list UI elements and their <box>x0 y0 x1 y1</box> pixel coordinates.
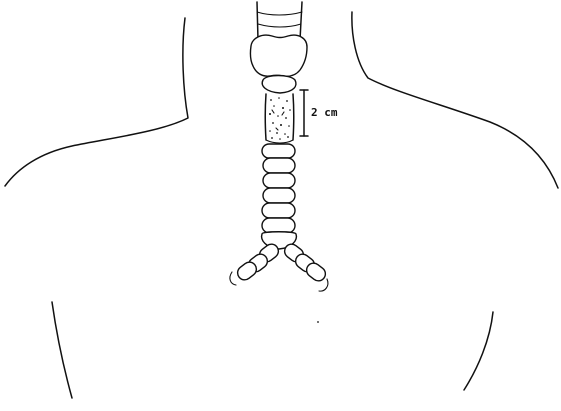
thyroid-cartilage <box>250 35 307 76</box>
scan-artifact-dot <box>317 321 319 323</box>
right-main-bronchus <box>282 241 328 291</box>
tracheal-ring <box>263 173 295 188</box>
scale-bar: 2 cm <box>300 90 338 136</box>
tracheal-ring <box>263 188 295 203</box>
upper-trachea-segment <box>257 2 302 40</box>
right-torso-line <box>464 312 493 390</box>
airway <box>230 2 328 291</box>
tracheal-ring <box>262 144 295 158</box>
left-main-bronchus <box>230 241 281 285</box>
left-torso-line <box>52 302 72 398</box>
scale-bar-label: 2 cm <box>311 106 338 119</box>
cricoid-ring <box>262 76 296 94</box>
tracheal-ring <box>262 218 295 233</box>
left-neck-shoulder-line <box>5 18 188 186</box>
stenotic-segment <box>265 94 294 143</box>
tracheal-ring <box>262 203 295 218</box>
right-neck-shoulder-line <box>352 12 558 188</box>
tracheal-rings <box>262 144 297 249</box>
tracheal-ring <box>263 158 295 173</box>
